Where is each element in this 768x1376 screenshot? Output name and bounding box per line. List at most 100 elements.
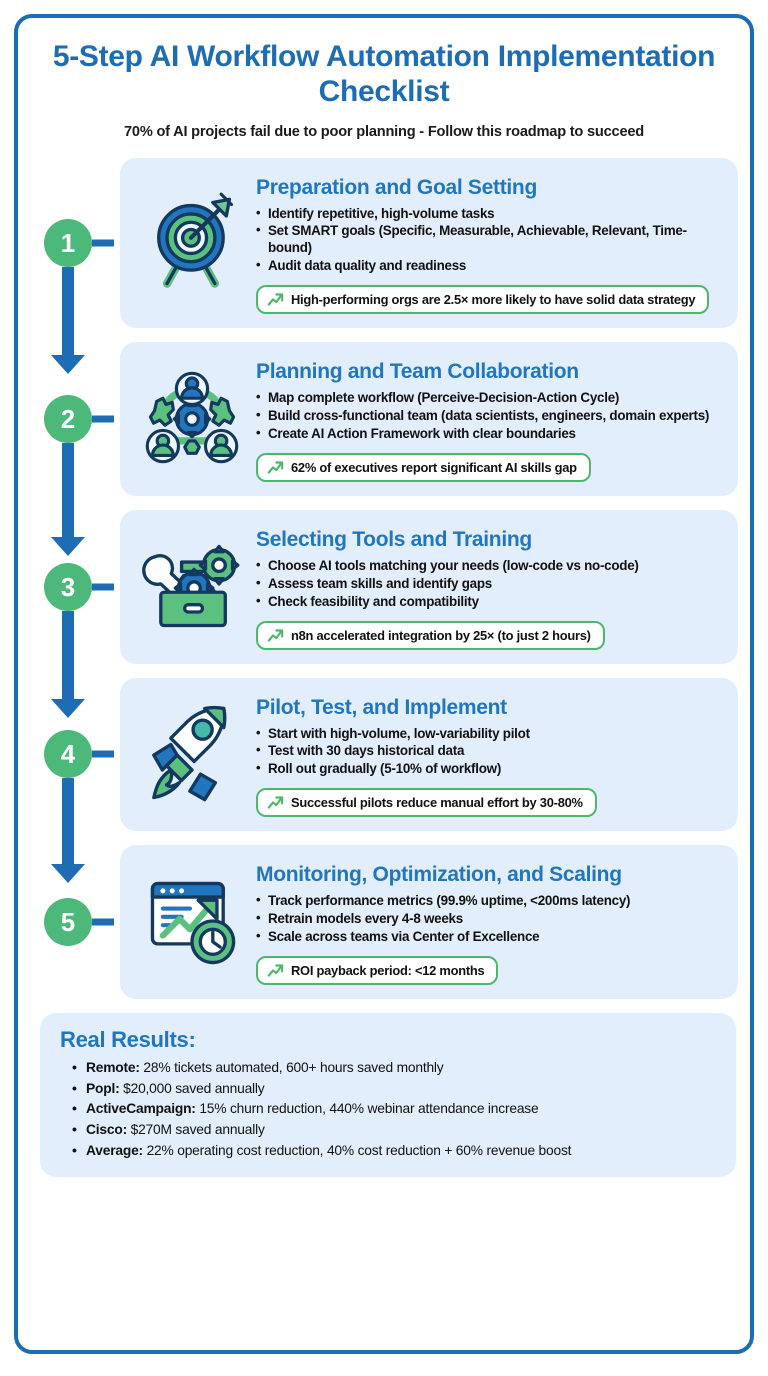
step-stat-badge: ROI payback period: <12 months bbox=[256, 955, 499, 985]
step-bullets: Identify repetitive, high-volume tasksSe… bbox=[256, 205, 722, 276]
result-detail: $20,000 saved annually bbox=[119, 1080, 265, 1096]
step-bullet: Roll out gradually (5-10% of workflow) bbox=[256, 760, 722, 778]
result-item: ActiveCampaign: 15% churn reduction, 440… bbox=[72, 1098, 716, 1120]
step-row: 1 Preparation and Goal Setting bbox=[18, 157, 750, 374]
toolbox-icon bbox=[136, 522, 248, 650]
result-company: Popl: bbox=[86, 1080, 120, 1096]
step-stat-badge: 62% of executives report significant AI … bbox=[256, 452, 591, 482]
result-item: Average: 22% operating cost reduction, 4… bbox=[72, 1140, 716, 1162]
result-company: Cisco: bbox=[86, 1121, 127, 1137]
trending-up-icon bbox=[267, 460, 284, 475]
step-bullets: Start with high-volume, low-variability … bbox=[256, 725, 722, 779]
step-content: Selecting Tools and Training Choose AI t… bbox=[256, 522, 722, 650]
step-down-arrow bbox=[51, 778, 85, 884]
step-bullet: Track performance metrics (99.9% uptime,… bbox=[256, 892, 722, 910]
step-card[interactable]: Monitoring, Optimization, and Scaling Tr… bbox=[120, 845, 738, 999]
step-bullets: Map complete workflow (Perceive-Decision… bbox=[256, 389, 722, 443]
trending-up-icon bbox=[267, 628, 284, 643]
result-detail: 15% churn reduction, 440% webinar attend… bbox=[195, 1101, 539, 1117]
step-connector-stub bbox=[92, 239, 114, 247]
step-down-arrow bbox=[51, 442, 85, 556]
step-bullet: Test with 30 days historical data bbox=[256, 742, 722, 760]
step-card[interactable]: Planning and Team Collaboration Map comp… bbox=[120, 342, 738, 496]
result-detail: $270M saved annually bbox=[126, 1121, 265, 1137]
step-card[interactable]: Selecting Tools and Training Choose AI t… bbox=[120, 509, 738, 664]
team-collaboration-icon bbox=[136, 354, 248, 482]
result-company: Average: bbox=[86, 1142, 143, 1158]
step-connector-stub bbox=[92, 918, 114, 926]
step-stat-badge: n8n accelerated integration by 25× (to j… bbox=[256, 620, 605, 650]
step-number-badge: 5 bbox=[44, 898, 92, 946]
results-list: Remote: 28% tickets automated, 600+ hour… bbox=[60, 1057, 716, 1162]
step-stat-text: Successful pilots reduce manual effort b… bbox=[291, 795, 583, 811]
step-bullet: Retrain models every 4-8 weeks bbox=[256, 910, 722, 928]
result-detail: 22% operating cost reduction, 40% cost r… bbox=[142, 1142, 572, 1158]
rocket-icon bbox=[136, 690, 248, 818]
step-title: Selecting Tools and Training bbox=[256, 527, 532, 551]
step-title: Pilot, Test, and Implement bbox=[256, 695, 507, 719]
step-content: Pilot, Test, and Implement Start with hi… bbox=[256, 690, 722, 818]
page-subtitle: 70% of AI projects fail due to poor plan… bbox=[123, 123, 645, 140]
step-connector-stub bbox=[92, 750, 114, 758]
step-stat-badge: High-performing orgs are 2.5× more likel… bbox=[256, 285, 710, 315]
step-connector-rail: 3 bbox=[18, 510, 120, 718]
results-title: Real Results: bbox=[60, 1026, 196, 1052]
real-results-panel: Real Results: Remote: 28% tickets automa… bbox=[40, 1012, 736, 1178]
result-company: ActiveCampaign: bbox=[86, 1101, 196, 1117]
step-down-arrow bbox=[51, 610, 85, 718]
result-item: Popl: $20,000 saved annually bbox=[72, 1078, 716, 1100]
step-bullet: Create AI Action Framework with clear bo… bbox=[256, 425, 722, 443]
step-connector-rail: 5 bbox=[18, 845, 120, 999]
step-stat-text: n8n accelerated integration by 25× (to j… bbox=[291, 627, 591, 643]
analytics-dashboard-clock-icon bbox=[136, 857, 248, 985]
step-stat-badge: Successful pilots reduce manual effort b… bbox=[256, 788, 597, 818]
step-connector-stub bbox=[92, 415, 114, 423]
step-title: Monitoring, Optimization, and Scaling bbox=[256, 863, 622, 887]
target-arrow-icon bbox=[136, 170, 248, 315]
result-detail: 28% tickets automated, 600+ hours saved … bbox=[139, 1059, 444, 1075]
result-company: Remote: bbox=[86, 1059, 140, 1075]
step-row: 3 Selecting Tools and Training bbox=[18, 509, 750, 718]
step-bullet: Start with high-volume, low-variability … bbox=[256, 725, 722, 743]
step-down-arrow bbox=[51, 266, 85, 374]
trending-up-icon bbox=[267, 292, 284, 307]
step-bullet: Audit data quality and readiness bbox=[256, 257, 722, 275]
step-number-badge: 4 bbox=[44, 730, 92, 779]
step-content: Monitoring, Optimization, and Scaling Tr… bbox=[256, 857, 722, 985]
step-connector-rail: 2 bbox=[18, 342, 120, 556]
step-bullet: Assess team skills and identify gaps bbox=[256, 575, 722, 593]
step-bullet: Identify repetitive, high-volume tasks bbox=[256, 205, 722, 223]
step-bullet: Scale across teams via Center of Excelle… bbox=[256, 928, 722, 946]
infographic-frame: 5-Step AI Workflow Automation Implementa… bbox=[14, 14, 754, 1354]
step-bullet: Choose AI tools matching your needs (low… bbox=[256, 557, 722, 575]
step-title: Planning and Team Collaboration bbox=[256, 360, 579, 384]
step-title: Preparation and Goal Setting bbox=[256, 175, 537, 199]
step-number-badge: 1 bbox=[44, 218, 92, 267]
step-connector-rail: 4 bbox=[18, 678, 120, 884]
step-connector-stub bbox=[92, 583, 114, 591]
step-bullet: Map complete workflow (Perceive-Decision… bbox=[256, 389, 722, 407]
step-connector-rail: 1 bbox=[18, 158, 120, 374]
step-bullet: Check feasibility and compatibility bbox=[256, 593, 722, 611]
step-content: Planning and Team Collaboration Map comp… bbox=[256, 354, 722, 482]
result-item: Cisco: $270M saved annually bbox=[72, 1119, 716, 1141]
step-bullets: Choose AI tools matching your needs (low… bbox=[256, 557, 722, 611]
trending-up-icon bbox=[267, 963, 284, 978]
step-card[interactable]: Pilot, Test, and Implement Start with hi… bbox=[120, 677, 738, 832]
step-content: Preparation and Goal Setting Identify re… bbox=[256, 170, 722, 315]
step-bullet: Build cross-functional team (data scient… bbox=[256, 407, 722, 425]
step-number-badge: 2 bbox=[44, 394, 92, 443]
trending-up-icon bbox=[267, 795, 284, 810]
step-stat-text: High-performing orgs are 2.5× more likel… bbox=[291, 292, 696, 308]
page-title: 5-Step AI Workflow Automation Implementa… bbox=[52, 40, 716, 108]
step-bullets: Track performance metrics (99.9% uptime,… bbox=[256, 892, 722, 946]
step-row: 5 Monitoring, Optimization, and Scaling bbox=[18, 845, 750, 999]
step-stat-text: 62% of executives report significant AI … bbox=[291, 459, 577, 475]
step-bullet: Set SMART goals (Specific, Measurable, A… bbox=[256, 222, 722, 257]
step-row: 2 bbox=[18, 342, 750, 556]
step-stat-text: ROI payback period: <12 months bbox=[291, 962, 485, 978]
step-row: 4 Pilot, Test, and Implement Start with … bbox=[18, 677, 750, 884]
step-card[interactable]: Preparation and Goal Setting Identify re… bbox=[120, 157, 738, 329]
result-item: Remote: 28% tickets automated, 600+ hour… bbox=[72, 1057, 716, 1079]
header: 5-Step AI Workflow Automation Implementa… bbox=[18, 18, 750, 140]
